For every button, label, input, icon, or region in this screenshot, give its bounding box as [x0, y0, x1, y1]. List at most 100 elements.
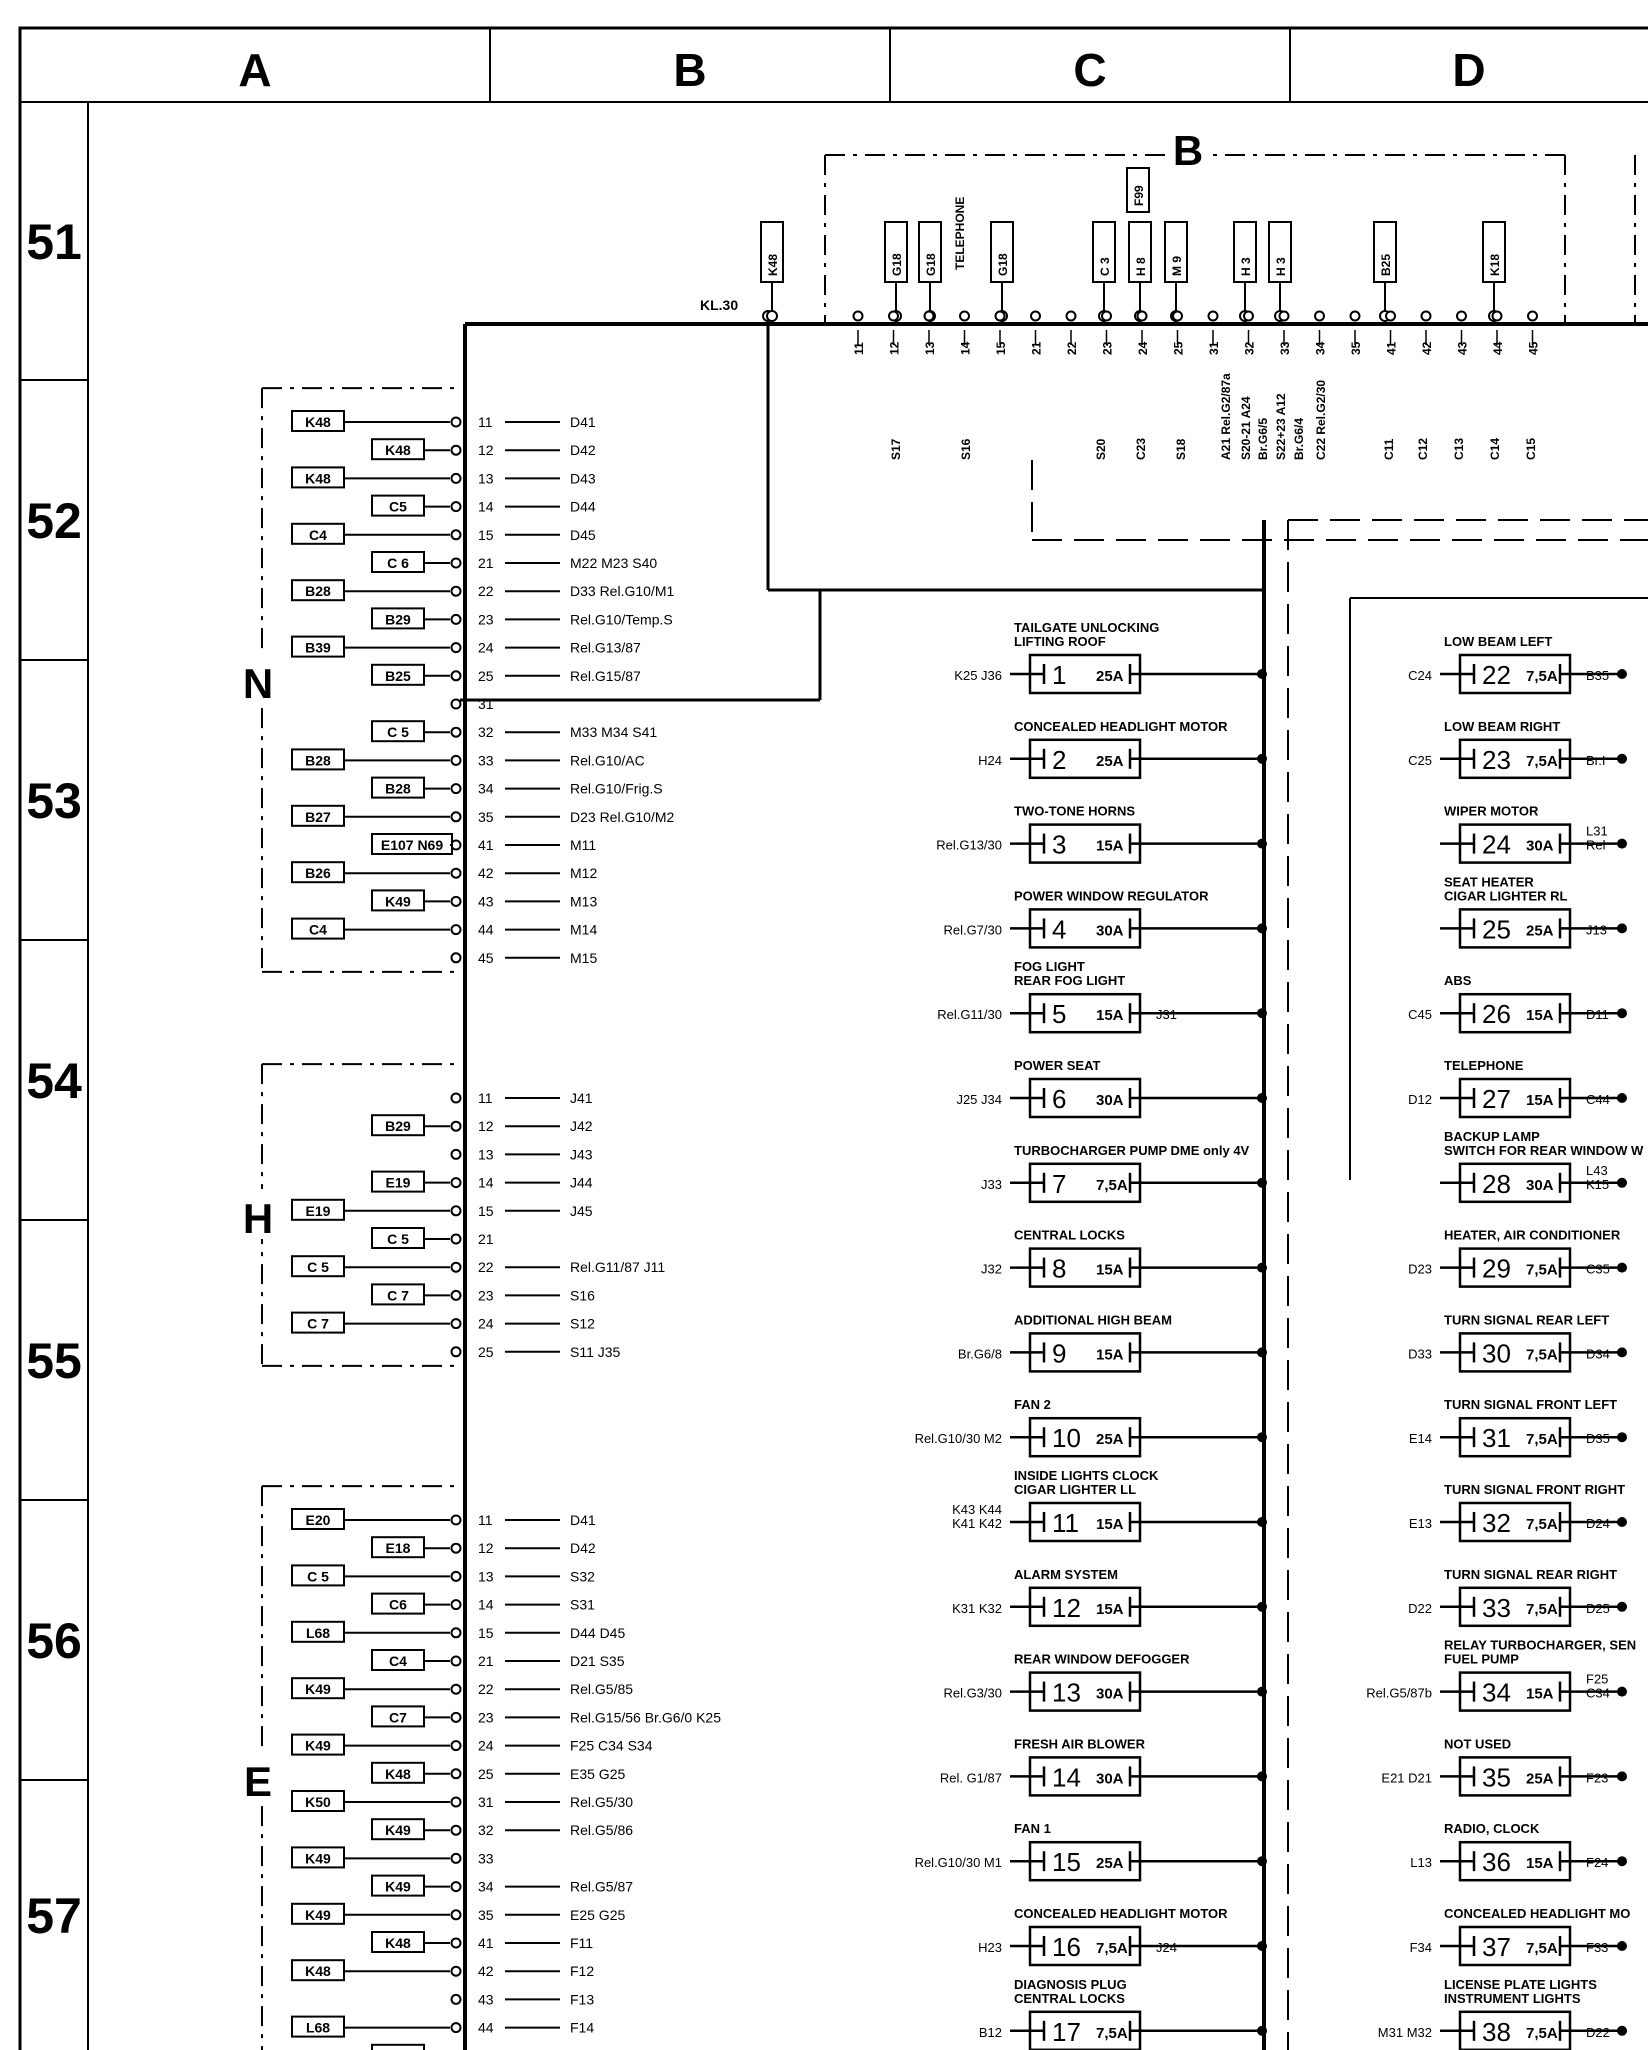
- pin-number: 33: [478, 752, 494, 768]
- fuse-rating: 30A: [1096, 1770, 1124, 1787]
- signal-label: M11: [570, 837, 596, 853]
- pin-number: 44: [478, 922, 494, 938]
- fuse-name: FAN 1: [1014, 1821, 1051, 1836]
- component-label: K49: [305, 1738, 331, 1754]
- component-label: K48: [385, 1766, 411, 1782]
- component-label: B27: [305, 809, 331, 825]
- pin-number: 42: [478, 1963, 494, 1979]
- top-pin-number: 31: [1207, 341, 1221, 355]
- pin-number: 35: [478, 1907, 494, 1923]
- connector-terminal: [450, 557, 462, 569]
- connector-terminal: [450, 1092, 462, 1104]
- signal-label: S12: [570, 1316, 595, 1332]
- top-pin-number: 43: [1456, 341, 1470, 355]
- fuse-name: FRESH AIR BLOWER: [1014, 1736, 1146, 1751]
- connector-terminal: [450, 670, 462, 682]
- component-label: C 5: [387, 724, 409, 740]
- fuse-output: D35: [1586, 1431, 1610, 1446]
- fuse-junction: [1257, 838, 1267, 849]
- fuse-junction: [1617, 1177, 1627, 1188]
- fuse-number: 32: [1482, 1508, 1511, 1538]
- fuse-rating: 30A: [1096, 922, 1124, 939]
- fuse-name: DIAGNOSIS PLUG: [1014, 1977, 1127, 1992]
- component-label: C 7: [307, 1316, 329, 1332]
- pin-number: 32: [478, 1822, 494, 1838]
- pin-number: 45: [478, 950, 494, 966]
- fuse-junction: [1617, 1008, 1627, 1019]
- top-signal-label: C11: [1382, 438, 1396, 460]
- fuse-name: CENTRAL LOCKS: [1014, 1228, 1125, 1243]
- fuse-output: C34: [1586, 1686, 1610, 1701]
- fuse-name: SEAT HEATER: [1444, 874, 1534, 889]
- fuse-number: 30: [1482, 1338, 1511, 1368]
- connector-terminal: [450, 1148, 462, 1160]
- fuse-output: J24: [1156, 1940, 1177, 1955]
- fuse-output: D11: [1586, 1007, 1609, 1022]
- signal-label: Rel.G15/87: [570, 668, 641, 684]
- fuse-input: Br.G6/8: [958, 1346, 1002, 1361]
- top-component-label: C 3: [1098, 257, 1112, 276]
- row-label: 54: [26, 1053, 82, 1109]
- fuse-number: 36: [1482, 1847, 1511, 1877]
- fuse-rating: 15A: [1526, 1686, 1554, 1703]
- fuse-junction: [1257, 1432, 1267, 1443]
- connector-terminal: [450, 1261, 462, 1273]
- pin-number: 41: [478, 1935, 494, 1951]
- fuse-rating: 15A: [1096, 1007, 1124, 1024]
- fuse-name: FAN 2: [1014, 1397, 1051, 1412]
- top-pin-terminal: [852, 310, 864, 322]
- fuse-input: D12: [1408, 1092, 1432, 1107]
- fuse-input: J32: [981, 1262, 1002, 1277]
- top-pin-number: 22: [1065, 341, 1079, 355]
- component-label: K48: [385, 442, 411, 458]
- top-pin-number: 25: [1172, 341, 1186, 355]
- component-label: C 6: [387, 555, 409, 571]
- fuse-name: HEATER, AIR CONDITIONER: [1444, 1228, 1621, 1243]
- fuse-number: 14: [1052, 1762, 1081, 1792]
- component-label: B28: [305, 752, 331, 768]
- signal-label: J43: [570, 1146, 593, 1162]
- fuse-rating: 7,5A: [1526, 2025, 1558, 2042]
- fuse-input: K25 J36: [954, 668, 1002, 683]
- column-label: C: [1073, 44, 1106, 96]
- component-label: C4: [309, 922, 327, 938]
- top-pin-number: 23: [1101, 341, 1115, 355]
- pin-number: 13: [478, 470, 494, 486]
- fuse-box: [1028, 1925, 1142, 1967]
- column-label: D: [1452, 44, 1485, 96]
- connector-terminal: [450, 1852, 462, 1864]
- top-pin-terminal: [1172, 310, 1183, 322]
- fuse-junction: [1257, 669, 1267, 679]
- fuse-output: D25: [1586, 1601, 1610, 1616]
- pin-number: 22: [478, 1681, 494, 1697]
- fuse-rating: 7,5A: [1526, 1601, 1558, 1618]
- fuse-junction: [1617, 1262, 1627, 1273]
- component-label: C 5: [387, 1231, 409, 1247]
- pin-number: 14: [478, 499, 494, 515]
- connector-terminal: [450, 2022, 462, 2034]
- pin-number: 12: [478, 442, 494, 458]
- fuse-rating: 7,5A: [1526, 753, 1558, 770]
- connector-terminal: [450, 1937, 462, 1949]
- fuse-name: ALARM SYSTEM: [1014, 1567, 1118, 1582]
- fuse-input: Rel. G1/87: [940, 1770, 1002, 1785]
- fuse-output: D22: [1586, 2025, 1610, 2040]
- fuse-name: FUEL PUMP: [1444, 1652, 1519, 1667]
- component-label: B26: [305, 865, 331, 881]
- signal-label: F11: [570, 1935, 593, 1951]
- pin-number: 25: [478, 1766, 494, 1782]
- connector-terminal: [450, 1881, 462, 1893]
- connector-terminal: [450, 1768, 462, 1780]
- top-pin-number: 11: [852, 342, 866, 355]
- signal-label: D43: [570, 470, 596, 486]
- fuse-input: D22: [1408, 1601, 1432, 1616]
- top-terminal: [766, 310, 778, 322]
- fuse-box: [1028, 2010, 1142, 2050]
- fuse-rating: 25A: [1096, 753, 1124, 770]
- fuse-name: LOW BEAM LEFT: [1444, 634, 1552, 649]
- fuse-input: J25 J34: [956, 1092, 1002, 1107]
- fuse-name: ABS: [1444, 973, 1472, 988]
- pin-number: 24: [478, 640, 494, 656]
- top-pin-terminal: [1420, 310, 1432, 322]
